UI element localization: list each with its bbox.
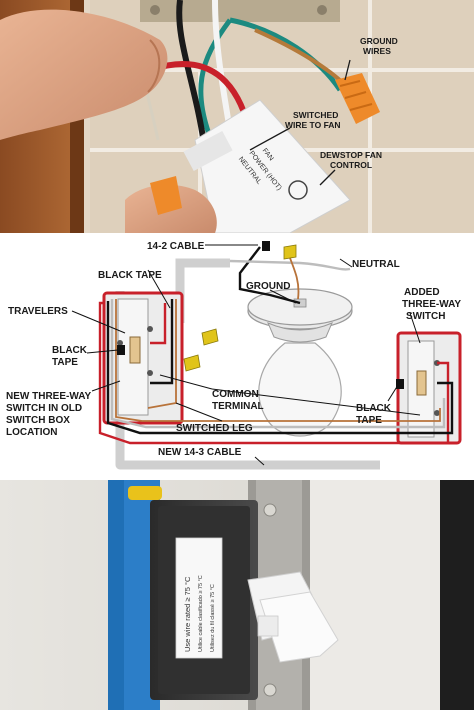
- black-tape-mark: [262, 241, 270, 251]
- label-added-switch-line1: ADDED: [404, 287, 440, 298]
- label-travelers: TRAVELERS: [8, 306, 68, 317]
- callout-dewstop-line1: DEWSTOP FAN: [320, 150, 382, 160]
- label-black-tape-left-line1: BLACK: [52, 345, 88, 356]
- screw-icon: [263, 503, 277, 517]
- green-ground-wire: [198, 18, 233, 151]
- label-new-switch-line1: NEW THREE-WAY: [6, 391, 92, 402]
- label-ground: GROUND: [246, 281, 290, 292]
- bottom-photo-illustration: Use wire rated ≥ 75 °C Utilice cable cla…: [0, 480, 474, 710]
- label-new-switch-line4: LOCATION: [6, 427, 57, 438]
- callout-switched-wire-line2: WIRE TO FAN: [285, 120, 341, 130]
- label-added-switch-line3: SWITCH: [406, 311, 445, 322]
- callout-switched-wire-line1: SWITCHED: [293, 110, 338, 120]
- label-common-terminal-line1: COMMON: [212, 389, 259, 400]
- wiring-diagram-panel: 14-2 CABLE BLACK TAPE NEUTRAL GROUND TRA…: [0, 233, 474, 480]
- top-photo-illustration: FAN POWER (HOT) NEUTRAL GROUND WIRES SWI…: [0, 0, 474, 233]
- label-14-2-cable: 14-2 CABLE: [147, 241, 205, 252]
- label-common-terminal-line2: TERMINAL: [212, 401, 264, 412]
- black-wire: [150, 299, 174, 385]
- label-new-switch-line3: SWITCH BOX: [6, 415, 70, 426]
- label-black-tape-right-line1: BLACK: [356, 403, 392, 414]
- rating-sticker: Use wire rated ≥ 75 °C Utilice cable cla…: [175, 537, 223, 659]
- white-toggle-switch: [247, 571, 339, 663]
- label-added-switch-line2: THREE-WAY: [402, 299, 461, 310]
- left-switch-box: [102, 291, 184, 425]
- light-fixture: [247, 288, 353, 437]
- 14-2-cable: [175, 258, 230, 323]
- white-wire: [110, 299, 446, 429]
- top-photo-panel: FAN POWER (HOT) NEUTRAL GROUND WIRES SWI…: [0, 0, 474, 233]
- black-tape-mark: [117, 345, 125, 355]
- yellow-wire-nut: [183, 354, 201, 372]
- blue-outlet-box: [108, 480, 124, 710]
- orange-wire-nut-hand: [150, 176, 182, 215]
- black-tape-mark: [396, 379, 404, 389]
- yellow-wire-nut: [201, 328, 219, 346]
- red-traveler-wire: [98, 301, 450, 445]
- sticker-line-2: Utilice cable clasificado ≥ 75 °C: [198, 575, 204, 652]
- wiring-diagram: 14-2 CABLE BLACK TAPE NEUTRAL GROUND TRA…: [6, 241, 462, 470]
- callout-ground-wires-line1: GROUND: [360, 36, 398, 46]
- callout-dewstop-line2: CONTROL: [330, 160, 372, 170]
- label-black-tape-left-line2: TAPE: [52, 357, 78, 368]
- callout-ground-wires-line2: WIRES: [363, 46, 391, 56]
- label-new-switch-line2: SWITCH IN OLD: [6, 403, 82, 414]
- electrical-box: [140, 0, 340, 22]
- ul-logo-icon: [288, 180, 308, 200]
- label-switched-leg: SWITCHED LEG: [176, 423, 253, 434]
- orange-wire-nut: [335, 73, 380, 124]
- label-black-tape-top: BLACK TAPE: [98, 270, 162, 281]
- bottom-photo-panel: Use wire rated ≥ 75 °C Utilice cable cla…: [0, 480, 474, 710]
- sticker-line-3: Utilisez du fil classé ≥ 75 °C: [210, 584, 216, 652]
- left-hand: [0, 9, 168, 140]
- label-black-tape-right-line2: TAPE: [356, 415, 382, 426]
- sticker-line-1: Use wire rated ≥ 75 °C: [183, 576, 192, 652]
- yellow-wire-nut: [283, 244, 297, 260]
- label-new-14-3-cable: NEW 14-3 CABLE: [158, 447, 242, 458]
- screw-icon: [263, 683, 277, 697]
- light-bulb: [258, 342, 342, 437]
- label-neutral: NEUTRAL: [352, 259, 400, 270]
